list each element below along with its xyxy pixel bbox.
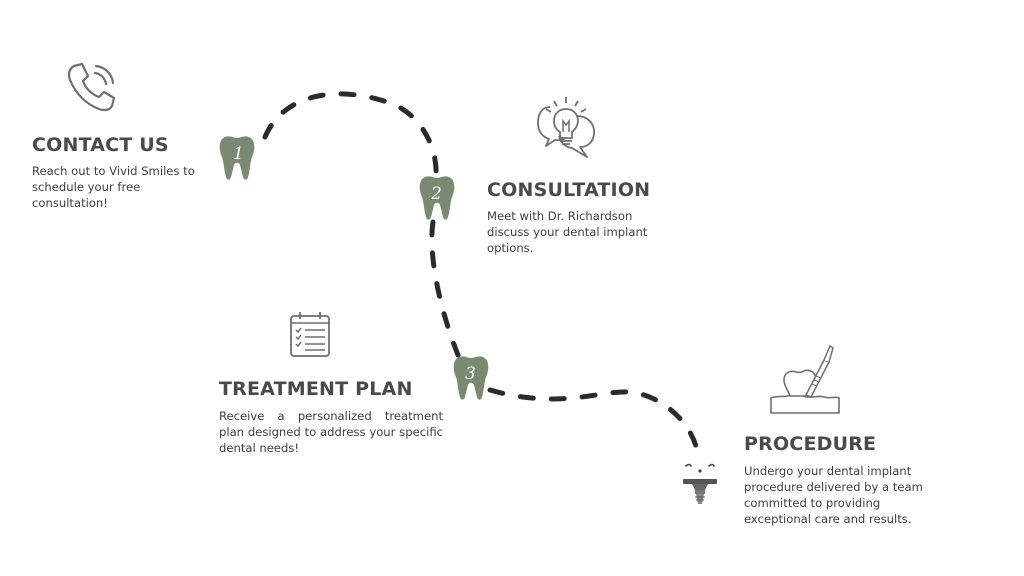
step-1-tooth-icon: 1 (219, 136, 255, 180)
checklist-icon (290, 312, 330, 357)
step-3-number: 3 (465, 364, 476, 384)
step-2-title: CONSULTATION (487, 179, 651, 201)
step-1-title: CONTACT US (32, 134, 169, 156)
step-2-tooth-icon: 2 (419, 176, 455, 220)
phone-icon (67, 62, 116, 112)
step-3-title: TREATMENT PLAN (219, 378, 413, 400)
step-2-number: 2 (430, 184, 442, 204)
lightbulb-speech-icon (537, 97, 595, 158)
step-3-description: Receive a personalized treatment plan de… (219, 409, 443, 455)
implant-icon (683, 463, 717, 504)
step-1-description: Reach out to Vivid Smiles to schedule yo… (32, 164, 195, 210)
step-2-description: Meet with Dr. Richardson discuss your de… (487, 209, 648, 255)
dental-tool-tooth-icon (770, 344, 840, 414)
step-4-title: PROCEDURE (744, 433, 877, 455)
step-3-tooth-icon: 3 (453, 356, 489, 400)
step-4-description: Undergo your dental implant procedure de… (744, 464, 923, 526)
step-1-number: 1 (233, 144, 244, 164)
